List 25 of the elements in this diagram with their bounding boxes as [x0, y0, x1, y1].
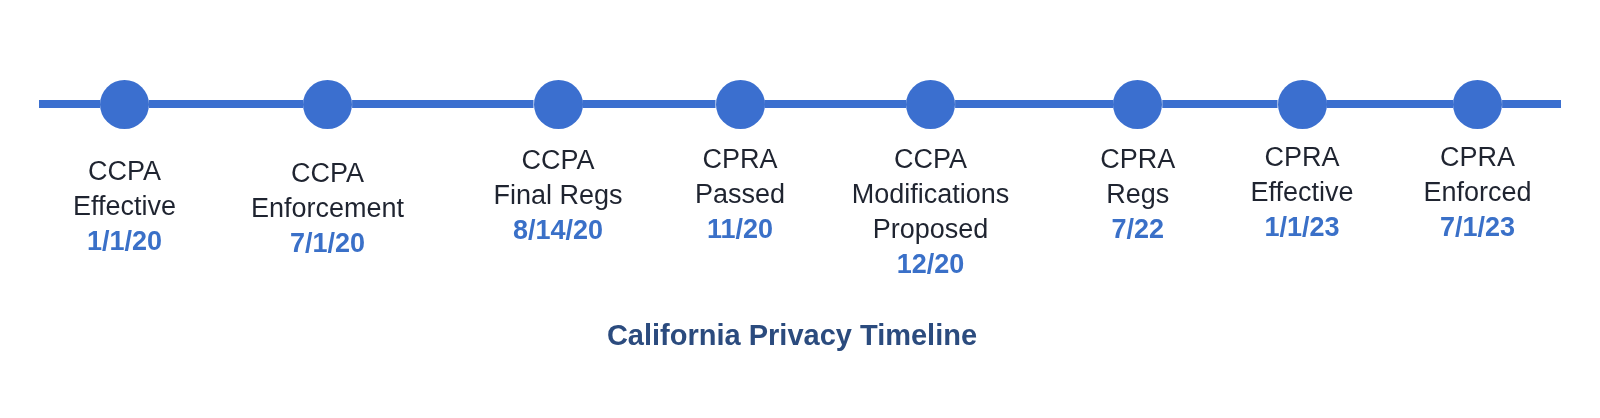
milestone-label: CPRA Effective: [1249, 141, 1355, 209]
milestone-date: 1/1/20: [86, 225, 163, 258]
timeline-line: [352, 100, 534, 108]
milestone-date: 7/1/23: [1440, 211, 1516, 244]
milestone-date: 7/22: [1111, 213, 1165, 246]
milestone-date: 7/1/20: [290, 227, 366, 260]
milestone-label: CCPA Modifications Proposed: [851, 143, 1011, 246]
timeline-line: [764, 100, 907, 108]
milestone-label: CCPA Enforcement: [250, 157, 406, 225]
milestone-label: CCPA Final Regs: [492, 144, 624, 212]
milestone-dot: [100, 79, 149, 129]
timeline-line: [582, 100, 716, 108]
timeline-line: [955, 100, 1114, 108]
milestone-label: CCPA Effective: [72, 155, 177, 223]
milestone-label: CPRA Regs: [1099, 143, 1177, 211]
milestone-label: CPRA Enforced: [1422, 141, 1533, 209]
milestone-label: CPRA Passed: [694, 143, 786, 211]
milestone-date: 8/14/20: [512, 214, 604, 247]
timeline-line: [1326, 100, 1454, 108]
milestone-date: 1/1/23: [1264, 211, 1340, 244]
timeline-line: [149, 100, 304, 108]
milestone-date: 12/20: [896, 248, 965, 281]
timeline-line: [1162, 100, 1278, 108]
timeline-title: California Privacy Timeline: [606, 318, 978, 353]
milestone-date: 11/20: [706, 213, 774, 246]
